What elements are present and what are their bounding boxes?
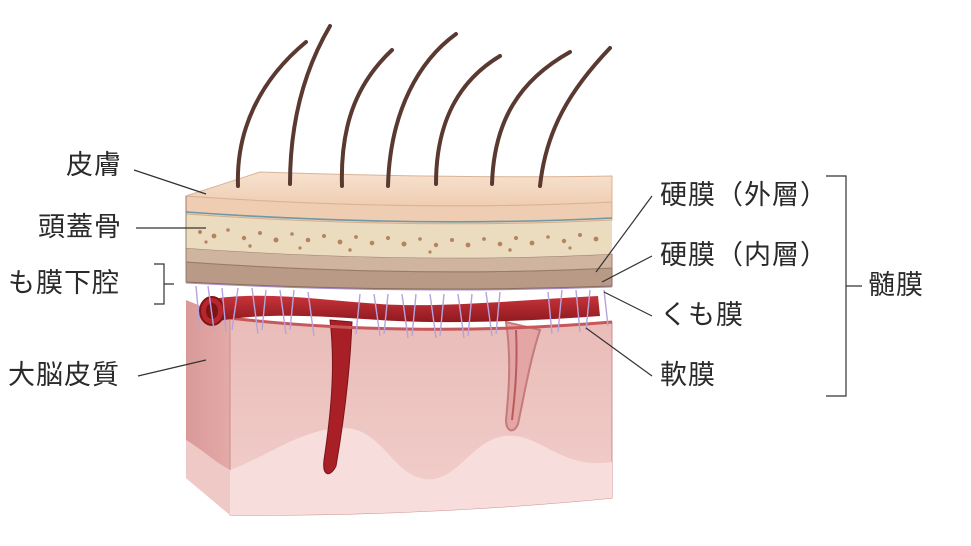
sulcus-left [323,319,353,475]
hair-strands [235,24,612,188]
leader-dura-inner [601,255,653,283]
skull-bone-texture [198,228,599,254]
label-dura-inner: 硬膜（内層） [660,240,828,271]
label-skull: 頭蓋骨 [38,212,122,243]
label-cerebral-cortex: 大脳皮質 [8,360,120,391]
label-skin: 皮膚 [66,150,122,181]
label-dura-outer: 硬膜（外層） [660,180,828,211]
subarachnoid-layer [185,280,613,339]
pia-mater-line [229,316,613,331]
bracket-meninges [826,175,862,397]
label-pia: 軟膜 [660,360,716,391]
label-arachnoid: くも膜 [660,300,744,331]
label-subarachnoid-space: も膜下腔 [8,268,120,299]
dura-outer-layer [185,247,613,273]
leader-skin [133,169,207,195]
leader-arachnoid [603,291,653,317]
skull-layer [186,214,612,258]
leader-pia [585,327,653,377]
cerebral-cortex-block [186,300,613,516]
surface-vessel [206,295,600,323]
leader-cortex [137,359,207,377]
leader-lines [133,169,862,397]
bracket-subarachnoid [154,263,174,305]
label-meninges: 髄膜 [868,270,924,301]
leader-dura-outer [595,195,653,273]
upper-layers [185,24,613,290]
arachnoid-trabeculae [195,285,609,339]
skin-top-surface [185,171,613,207]
